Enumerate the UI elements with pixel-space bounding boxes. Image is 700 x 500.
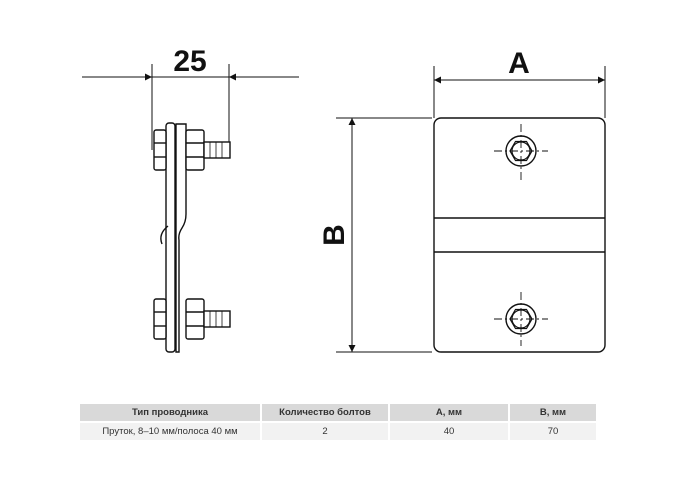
header-b-mm: B, мм <box>509 404 596 422</box>
front-plate <box>433 117 606 353</box>
front-view <box>336 66 606 353</box>
side-bolt-bottom <box>153 298 231 340</box>
header-conductor-type: Тип проводника <box>80 404 262 422</box>
header-a-mm: A, мм <box>389 404 510 422</box>
dimension-25 <box>82 64 299 150</box>
front-bolt-top <box>494 124 548 180</box>
dimension-label-a: A <box>508 47 530 80</box>
dimension-label-b: B <box>318 224 351 246</box>
cell-a-mm: 40 <box>389 421 510 440</box>
cell-b-mm: 70 <box>509 421 596 440</box>
spec-table: Тип проводника Количество болтов A, мм B… <box>80 404 596 440</box>
table-header-row: Тип проводника Количество болтов A, мм B… <box>80 404 596 422</box>
dimension-a <box>433 66 606 118</box>
cell-conductor-type: Пруток, 8–10 мм/полоса 40 мм <box>80 421 262 440</box>
cell-bolt-count: 2 <box>261 421 390 440</box>
side-view <box>82 64 299 353</box>
dimension-label-25: 25 <box>173 45 206 78</box>
table-row: Пруток, 8–10 мм/полоса 40 мм 2 40 70 <box>80 421 596 440</box>
header-bolt-count: Количество болтов <box>261 404 390 422</box>
dimension-b <box>336 117 432 353</box>
side-bolt-top <box>153 129 231 171</box>
technical-drawing: 25 <box>82 45 606 353</box>
front-bolt-bottom <box>494 292 548 346</box>
